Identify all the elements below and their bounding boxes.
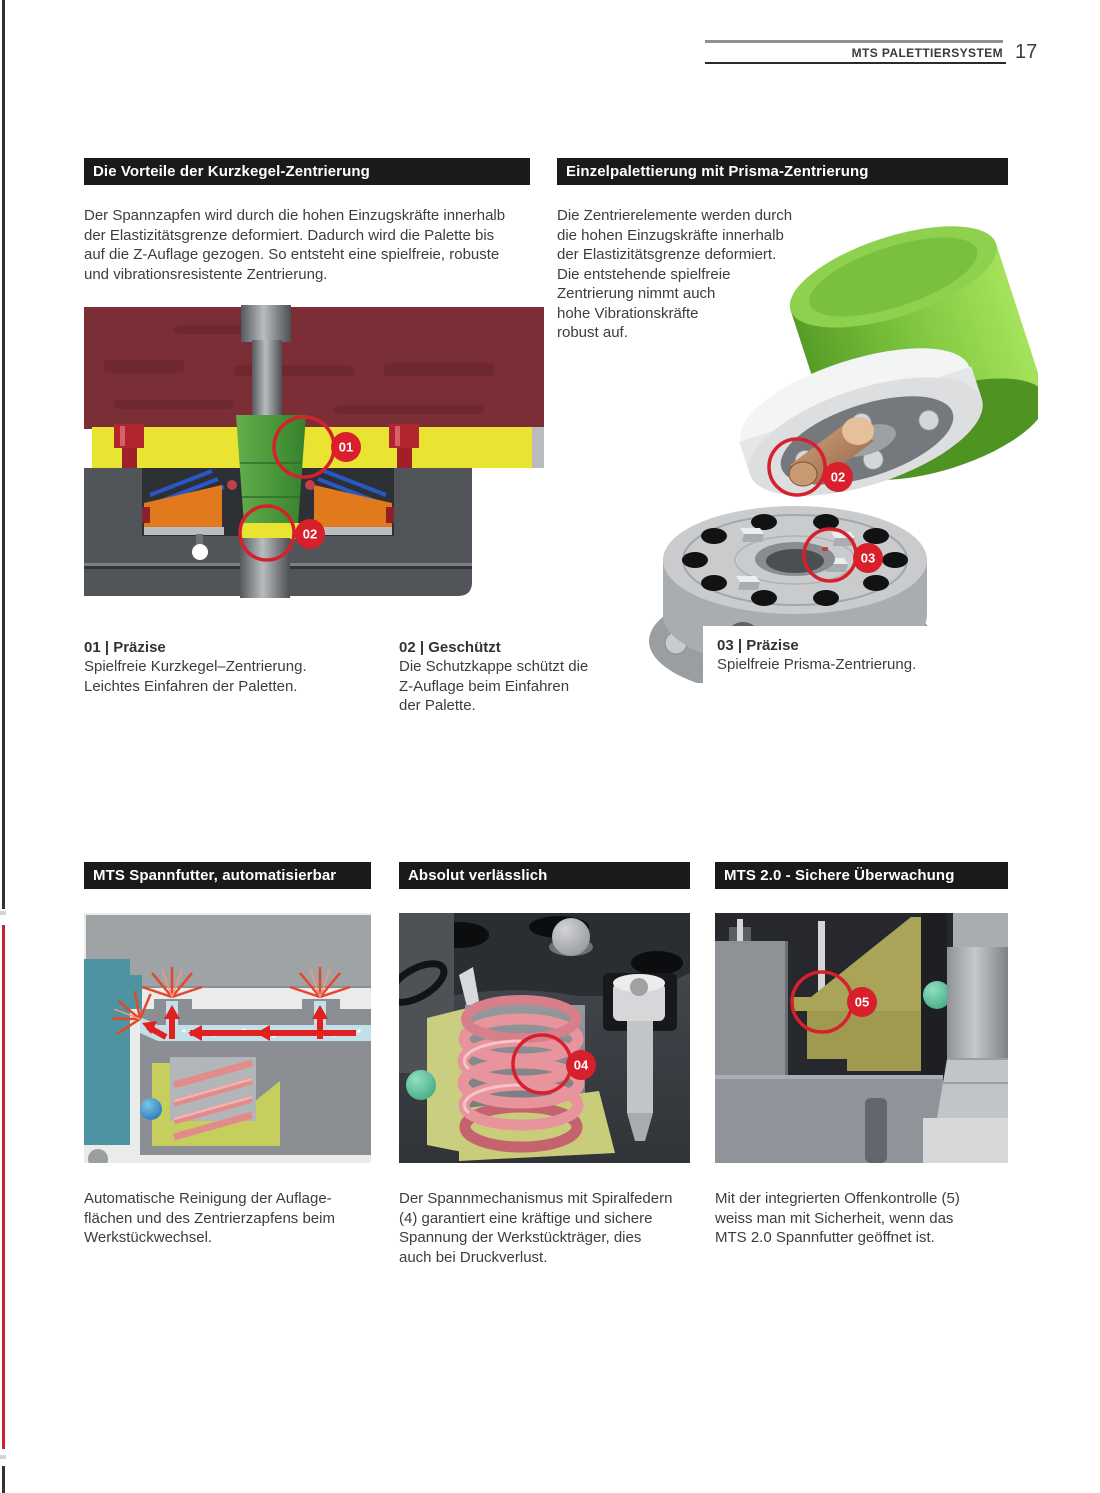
callout-03-label: 03 xyxy=(861,551,875,566)
cut-face-left xyxy=(427,1008,467,1153)
section-bar-verlaesslich-label: Absolut verlässlich xyxy=(408,867,548,884)
pallet-block xyxy=(84,307,544,429)
ball-blue xyxy=(140,1098,162,1120)
caption-01: 01 | Präzise Spielfreie Kurzkegel–Zentri… xyxy=(84,638,364,696)
prisma-assembly-illustration: 02 03 xyxy=(649,226,1038,683)
ball-green-2 xyxy=(923,981,951,1009)
caption-01-text: Spielfreie Kurzkegel–Zentrierung. Leicht… xyxy=(84,658,307,695)
caption-02-label: 02 | Geschützt xyxy=(399,639,501,656)
callout-05-label: 05 xyxy=(855,995,869,1010)
coil-spring-schematic xyxy=(173,1059,253,1141)
caption-02: 02 | Geschützt Die Schutzkappe schützt d… xyxy=(399,638,629,716)
left-seal-ring xyxy=(399,960,448,1006)
section-bar-verlaesslich: Absolut verlässlich xyxy=(399,862,690,889)
callout-04-label: 04 xyxy=(574,1058,589,1073)
header-rule-dark xyxy=(705,62,1006,64)
header-rule-gray xyxy=(705,40,1003,43)
slide-left xyxy=(144,527,224,535)
callout-02-left-label: 02 xyxy=(303,527,317,542)
piston-seams xyxy=(941,1058,1008,1084)
ball-gray-bottom xyxy=(88,1149,108,1163)
upper-plate-edge xyxy=(86,986,371,988)
cone-ridges xyxy=(240,462,302,498)
kurzkegel-cone xyxy=(236,415,306,525)
wedge-left-orange xyxy=(144,485,222,529)
section-bar-spannfutter-label: MTS Spannfutter, automatisierbar xyxy=(93,867,337,884)
caption-verlaesslich: Der Spannmechanismus mit Spiralfedern (4… xyxy=(399,1190,673,1266)
floor-light xyxy=(923,1118,1008,1163)
left-edge-tick-lower xyxy=(0,1455,6,1459)
caption-03-text: Spielfreie Prisma-Zentrierung. xyxy=(717,656,917,673)
slide-right xyxy=(312,527,392,535)
seal-right xyxy=(386,507,394,523)
sensor-pin-center xyxy=(818,921,825,1009)
page-number: 17 xyxy=(1015,41,1038,63)
dome-stud xyxy=(552,918,590,956)
piston-top xyxy=(953,913,1008,949)
lower-shaft xyxy=(240,538,290,598)
caption-02-text: Die Schutzkappe schützt die Z-Auflage be… xyxy=(399,658,589,714)
spring-mechanism-illustration: 04 xyxy=(399,913,690,1163)
section-bar-ueberwachung-label: MTS 2.0 - Sichere Überwachung xyxy=(724,867,955,884)
header-label: MTS PALETTIERSYSTEM xyxy=(851,46,1003,60)
callout-05: 05 xyxy=(790,970,877,1034)
olive-wedge-shade xyxy=(807,1011,921,1071)
section-bar-kurzkegel-label: Die Vorteile der Kurzkegel-Zentrierung xyxy=(93,163,370,180)
oring-left xyxy=(227,480,237,490)
piston-cylinder xyxy=(947,947,1008,1059)
section-bar-prisma: Einzelpalettierung mit Prisma-Zentrierun… xyxy=(557,158,1008,185)
callout-02-right-label: 02 xyxy=(831,470,845,485)
wedge-right-orange xyxy=(314,485,392,529)
left-edge-line-top xyxy=(2,0,5,909)
starburst-right-outlet xyxy=(289,967,351,999)
caption-ueberwachung: Mit der integrierten Offenkontrolle (5) … xyxy=(715,1190,960,1246)
oring-right xyxy=(305,480,315,490)
clamp-bolt-head xyxy=(241,305,291,342)
callout-04: 04 xyxy=(511,1033,596,1095)
callout-01-label: 01 xyxy=(339,440,353,455)
left-slab-edge xyxy=(785,941,788,1163)
cleaning-schematic-illustration xyxy=(84,913,371,1163)
top-hole-right xyxy=(631,951,683,975)
left-edge-line-red xyxy=(2,925,5,1449)
ball-white xyxy=(192,544,208,560)
kurzkegel-section-illustration: 01 02 xyxy=(84,305,544,598)
spannzapfen-pin xyxy=(788,417,874,487)
plate-corner xyxy=(532,427,544,468)
callout-01: 01 xyxy=(272,415,361,479)
section-bar-spannfutter: MTS Spannfutter, automatisierbar xyxy=(84,862,371,889)
paragraph-kurzkegel: Der Spannzapfen wird durch die hohen Ein… xyxy=(84,207,506,283)
paragraph-prisma: Die Zentrierelemente werden durch die ho… xyxy=(557,207,793,341)
starburst-left-outlet xyxy=(141,967,203,999)
caption-03-box: 03 | Präzise Spielfreie Prisma-Zentrieru… xyxy=(703,626,965,696)
teal-housing xyxy=(84,959,130,1145)
pin-small xyxy=(196,534,203,548)
callout-03: 03 xyxy=(802,527,883,583)
bottom-slab-top-edge xyxy=(715,1075,943,1079)
starburst-side-outlet xyxy=(111,990,152,1035)
section-bar-kurzkegel: Die Vorteile der Kurzkegel-Zentrierung xyxy=(84,158,530,185)
section-bar-ueberwachung: MTS 2.0 - Sichere Überwachung xyxy=(715,862,1008,889)
caption-spannfutter: Automatische Reinigung der Auflage- fläc… xyxy=(84,1190,335,1246)
ball-green xyxy=(406,1070,436,1100)
caption-01-label: 01 | Präzise xyxy=(84,639,166,656)
pallet-plate-yellow xyxy=(92,427,532,468)
chuck-holes xyxy=(682,514,908,606)
section-bar-prisma-label: Einzelpalettierung mit Prisma-Zentrierun… xyxy=(566,163,869,180)
wedge-yellow-green xyxy=(152,1063,280,1146)
left-edge-tick-upper xyxy=(0,911,6,915)
seal-left xyxy=(142,507,150,523)
bottom-slab-slot xyxy=(865,1098,887,1163)
open-control-illustration: 05 xyxy=(715,913,1008,1163)
retaining-screw xyxy=(613,974,665,1141)
left-edge-line-bottom xyxy=(2,1466,5,1493)
air-flow-arrows xyxy=(142,1005,356,1041)
coil-spring xyxy=(457,995,585,1153)
caption-03-label: 03 | Präzise xyxy=(717,637,799,654)
callout-02-left: 02 xyxy=(238,504,325,562)
white-pin xyxy=(459,967,479,1007)
callout-02-right: 02 xyxy=(767,437,853,497)
bottom-slab xyxy=(715,1075,943,1163)
